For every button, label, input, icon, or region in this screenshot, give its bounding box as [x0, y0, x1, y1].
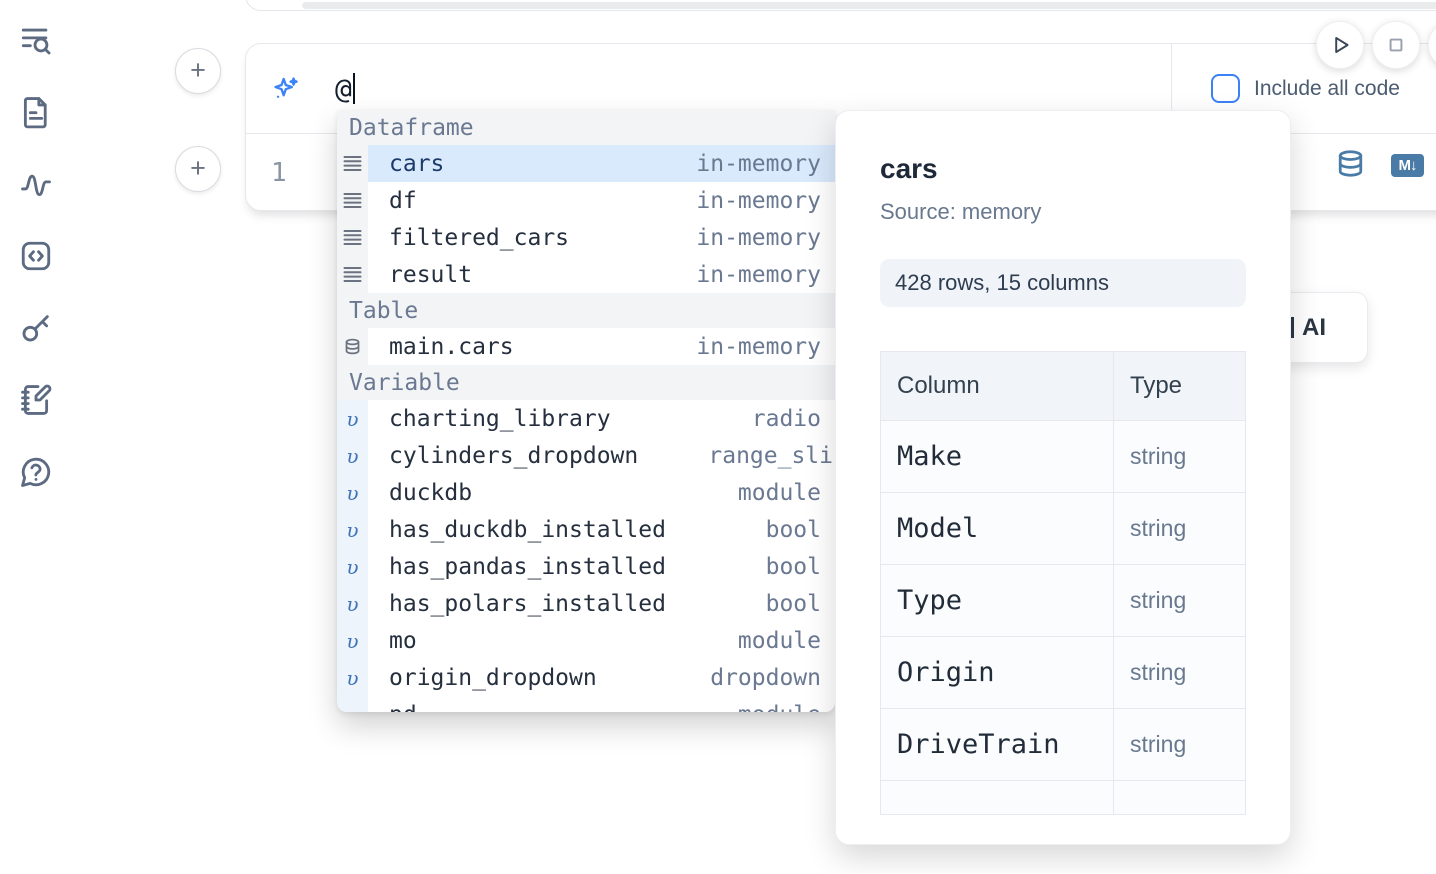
- column-header: Column: [881, 352, 1113, 421]
- code-editor-row[interactable]: 1 M↓: [246, 134, 1436, 211]
- preview-shape-badge: 428 rows, 15 columns: [880, 259, 1246, 307]
- table-row: DriveTrain string: [881, 709, 1245, 781]
- scratchpad-icon[interactable]: [19, 383, 53, 417]
- run-cell-button[interactable]: [1316, 21, 1364, 69]
- line-number: 1: [271, 157, 287, 188]
- ai-sparkle-icon: [272, 76, 300, 104]
- table-row: Make string: [881, 421, 1245, 493]
- activity-icon[interactable]: [19, 167, 53, 201]
- include-all-code-zone: Include all code: [1171, 44, 1436, 133]
- variable-icon: υ: [337, 622, 368, 659]
- dataframe-icon: [337, 145, 368, 182]
- include-all-code-label[interactable]: Include all code: [1254, 76, 1400, 100]
- preview-title: cars: [880, 153, 938, 184]
- variable-icon: υ: [337, 585, 368, 622]
- table-row-clipped: [881, 781, 1245, 814]
- previous-cell-shadow: [302, 2, 1436, 9]
- clipped-letter: [1290, 317, 1294, 338]
- database-icon[interactable]: [1336, 149, 1365, 178]
- table-header-row: Column Type: [881, 352, 1245, 421]
- autocomplete-item-pd[interactable]: υ pdmodule: [337, 696, 835, 712]
- table-row: Model string: [881, 493, 1245, 565]
- stop-button[interactable]: [1372, 21, 1420, 69]
- preview-schema-table: Column Type Make string Model string Typ…: [880, 351, 1246, 815]
- add-cell-above-button[interactable]: +: [175, 48, 221, 94]
- dataframe-preview-popup: cars Source: memory 428 rows, 15 columns…: [835, 110, 1291, 845]
- add-cell-below-button[interactable]: +: [175, 146, 221, 192]
- prompt-text: @: [335, 72, 352, 105]
- text-cursor: [352, 73, 356, 104]
- preview-source: Source: memory: [880, 199, 1042, 224]
- table-row: Origin string: [881, 637, 1245, 709]
- help-icon[interactable]: [19, 455, 53, 489]
- ai-prompt-input[interactable]: @: [335, 44, 635, 133]
- markdown-icon[interactable]: M↓: [1391, 154, 1424, 177]
- sidebar: [19, 23, 53, 489]
- dataframe-icon: [337, 256, 368, 293]
- variable-icon: υ: [337, 474, 368, 511]
- section-header-dataframe: Dataframe: [337, 110, 835, 145]
- section-header-variable: Variable: [337, 365, 835, 400]
- ai-button-label: AI: [1302, 313, 1326, 341]
- dataframe-icon: [337, 219, 368, 256]
- document-icon[interactable]: [19, 95, 53, 129]
- type-header: Type: [1113, 352, 1245, 421]
- table-database-icon: [337, 328, 368, 365]
- variable-icon: υ: [337, 696, 368, 712]
- include-all-code-checkbox[interactable]: [1211, 74, 1240, 103]
- variable-icon: υ: [337, 511, 368, 548]
- dataframe-icon: [337, 182, 368, 219]
- section-header-table: Table: [337, 293, 835, 328]
- table-row: Type string: [881, 565, 1245, 637]
- key-icon[interactable]: [19, 311, 53, 345]
- variable-icon: υ: [337, 548, 368, 585]
- variable-icon: υ: [337, 437, 368, 474]
- code-cell-icon[interactable]: [19, 239, 53, 273]
- search-list-icon[interactable]: [19, 23, 53, 57]
- variable-icon: υ: [337, 659, 368, 696]
- variable-icon: υ: [337, 400, 368, 437]
